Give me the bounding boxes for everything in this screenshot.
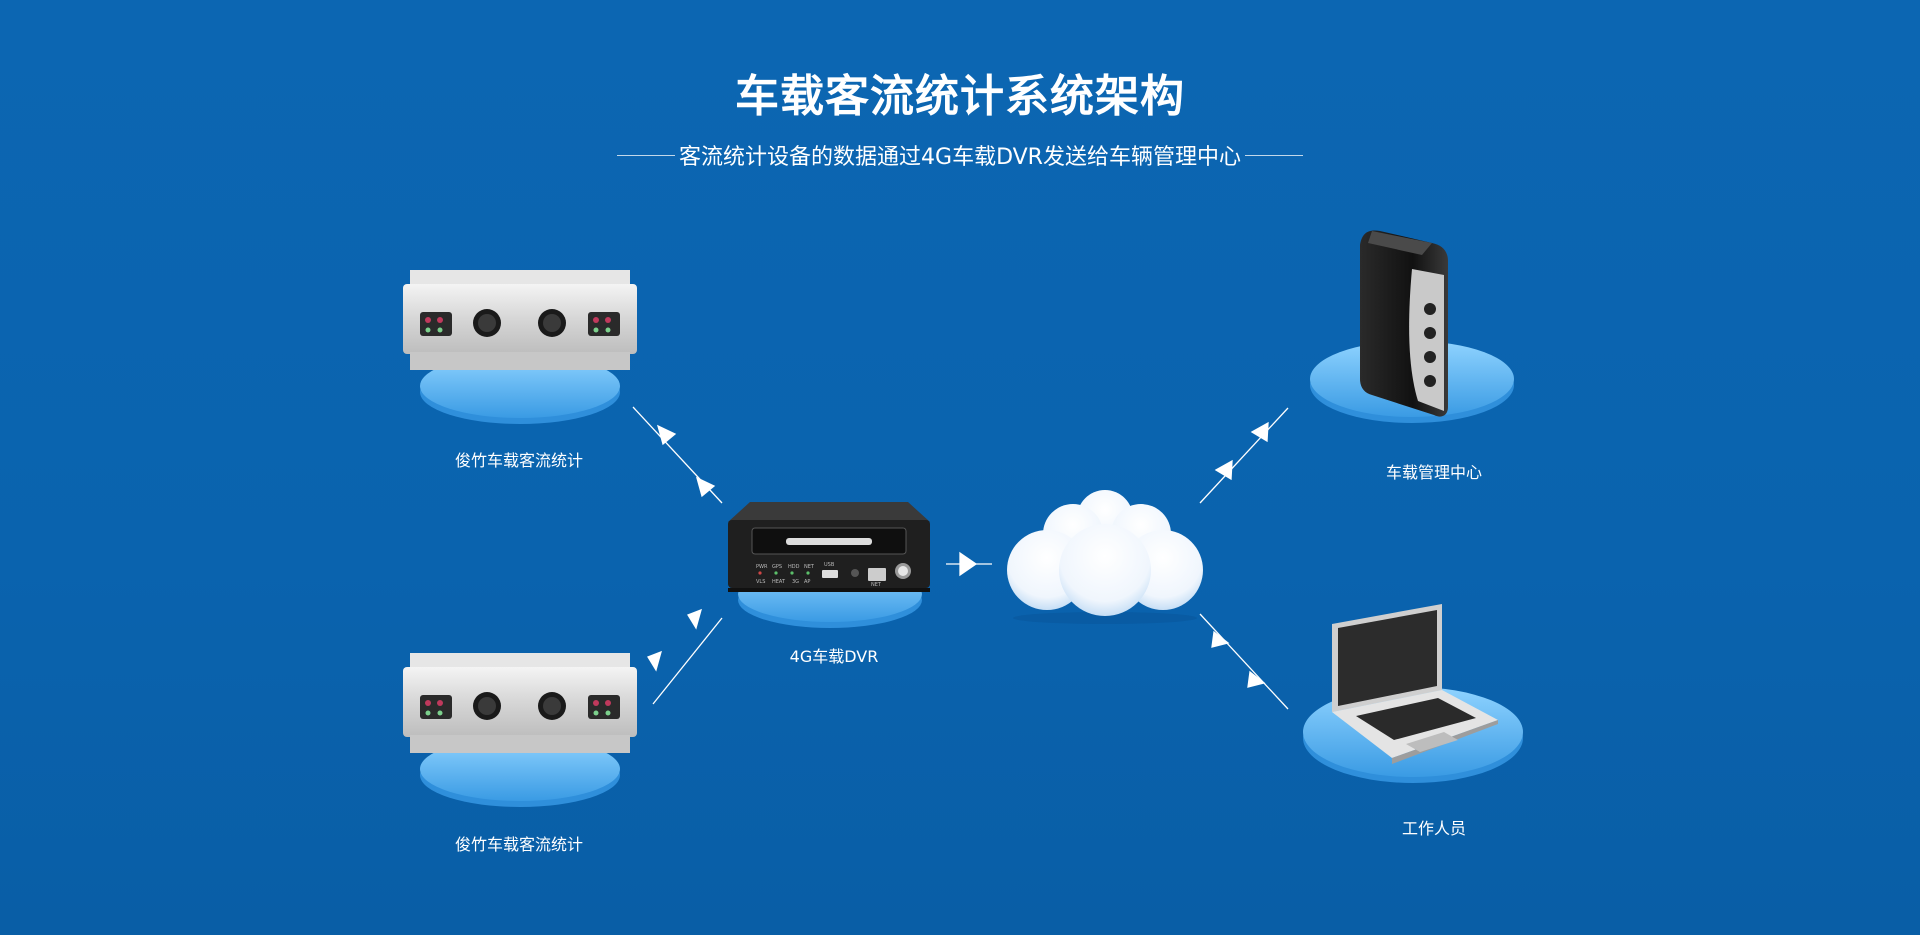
svg-text:VLS: VLS xyxy=(756,579,765,585)
arrow-head-6 xyxy=(1214,459,1233,481)
cloud-icon xyxy=(1007,490,1203,624)
arrow-head-1 xyxy=(656,424,677,446)
node-server xyxy=(1302,225,1522,449)
label-counter-top: 俊竹车载客流统计 xyxy=(454,451,583,470)
server-icon xyxy=(1310,230,1514,423)
arrow-head-7 xyxy=(1250,421,1269,443)
arrow-cloud-to-laptop xyxy=(1199,613,1289,710)
passenger-counter-icon xyxy=(403,270,637,424)
label-laptop: 工作人员 xyxy=(1401,819,1466,838)
node-counter-bottom xyxy=(395,645,645,819)
label-dvr: 4G车载DVR xyxy=(789,647,879,666)
node-counter-top xyxy=(395,262,645,436)
node-dvr: PWR GPS HDD NET VLS HEAT 3G AP USB NET xyxy=(718,488,938,637)
svg-text:USB: USB xyxy=(824,562,835,568)
label-counter-bottom: 俊竹车载客流统计 xyxy=(454,835,583,854)
svg-text:NET: NET xyxy=(871,582,882,588)
svg-text:3G: 3G xyxy=(792,579,799,585)
node-cloud xyxy=(995,470,1215,634)
node-laptop xyxy=(1298,598,1528,802)
arrow-cloud-to-server xyxy=(1199,407,1289,504)
arrow-head-3 xyxy=(647,650,662,672)
arrow-counter-bottom-to-dvr xyxy=(652,617,723,705)
svg-text:HEAT: HEAT xyxy=(772,579,786,585)
subtitle-row: 客流统计设备的数据通过4G车载DVR发送给车辆管理中心 xyxy=(0,138,1920,172)
label-server: 车载管理中心 xyxy=(1385,463,1482,482)
page-title: 车载客流统计系统架构 xyxy=(735,71,1185,122)
arrow-head-4 xyxy=(687,608,702,630)
svg-text:HDD: HDD xyxy=(788,564,800,570)
passenger-counter-icon xyxy=(403,653,637,807)
subtitle-divider-right xyxy=(1244,154,1303,156)
dvr-icon: PWR GPS HDD NET VLS HEAT 3G AP USB NET xyxy=(728,502,930,628)
arrow-head-2 xyxy=(695,476,716,498)
arrow-head-5 xyxy=(959,551,978,577)
svg-text:AP: AP xyxy=(804,579,810,585)
laptop-icon xyxy=(1303,604,1523,783)
page-subtitle: 客流统计设备的数据通过4G车载DVR发送给车辆管理中心 xyxy=(679,145,1241,170)
subtitle-divider-left xyxy=(617,154,676,156)
svg-text:GPS: GPS xyxy=(772,564,782,570)
svg-text:PWR: PWR xyxy=(756,564,768,570)
svg-text:NET: NET xyxy=(804,564,815,570)
arrow-head-8 xyxy=(1211,630,1230,648)
arrow-head-9 xyxy=(1247,670,1266,688)
